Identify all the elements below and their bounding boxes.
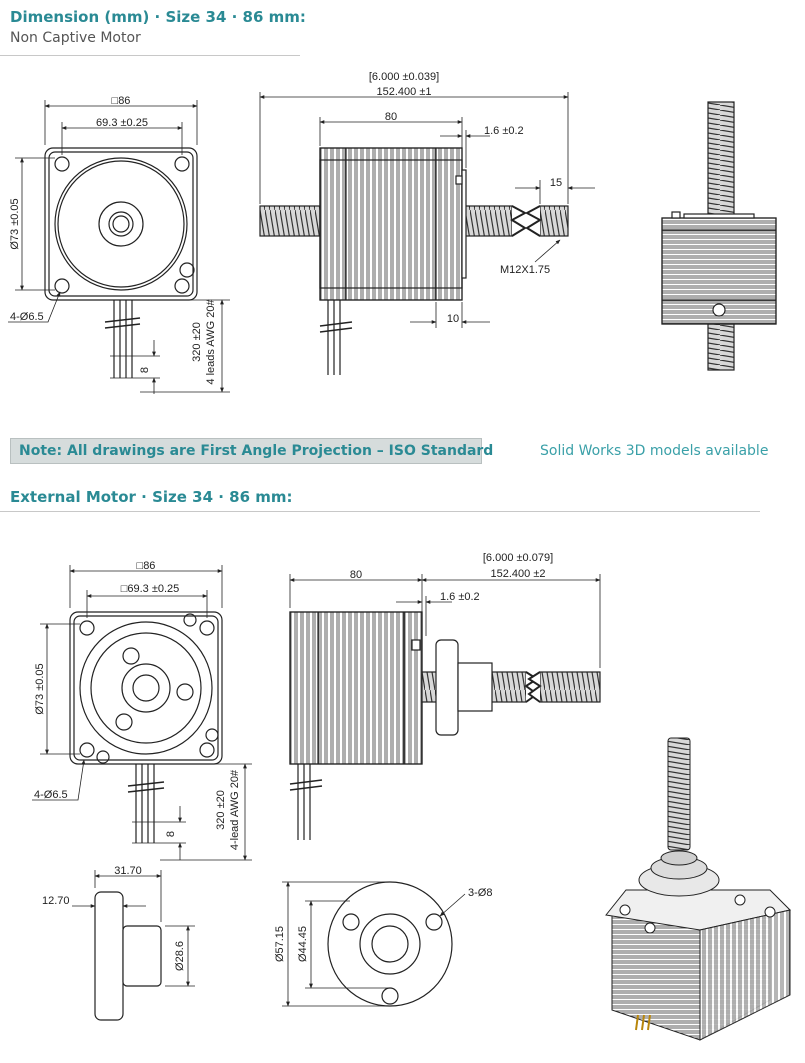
nut-side-view	[72, 870, 195, 1021]
dim-hole-pitch: 69.3 ±0.25	[96, 117, 148, 129]
front-view-external	[32, 565, 252, 861]
front-view-non-captive	[8, 100, 230, 394]
projection-note-text: Note: All drawings are First Angle Proje…	[19, 443, 494, 459]
nut-front-view	[282, 881, 466, 1007]
dim-length-mm: 152.400 ±1	[377, 86, 432, 98]
dim-nut-dia: Ø28.6	[174, 941, 186, 971]
dim-nut-pitch-dia: Ø44.45	[297, 926, 309, 962]
dim-pilot-height-ext: 1.6 ±0.2	[440, 591, 480, 603]
dim-hole-pitch-ext: □69.3 ±0.25	[121, 583, 180, 595]
dim-pilot-dia: Ø73 ±0.05	[9, 198, 21, 249]
motor-3d-view	[605, 737, 791, 1041]
section-subtitle: Non Captive Motor	[10, 30, 141, 46]
dim-square-86-ext: □86	[137, 560, 156, 572]
dim-square-86: □86	[112, 95, 131, 107]
side-view-non-captive	[259, 92, 595, 375]
dim-nut-outer-dia: Ø57.15	[274, 926, 286, 962]
dim-nut-length: 31.70	[114, 865, 142, 877]
solid-works-link[interactable]: Solid Works 3D models available	[540, 443, 769, 459]
dim-strip-length: 8	[139, 367, 151, 373]
dim-lead-length: 320 ±20	[191, 322, 203, 362]
dim-nut-holes: 3-Ø8	[468, 887, 492, 899]
top-view-non-captive	[661, 101, 777, 371]
dim-pilot-dia-ext: Ø73 ±0.05	[34, 663, 46, 714]
dim-body-80: 80	[385, 111, 397, 123]
dim-lead-length-ext: 320 ±20	[215, 790, 227, 830]
projection-note: Note: All drawings are First Angle Proje…	[10, 438, 493, 464]
dim-mount-holes-ext: 4-Ø6.5	[34, 789, 68, 801]
section-divider	[0, 511, 760, 512]
dim-length-inch-ext: [6.000 ±0.079]	[483, 552, 553, 564]
dim-pilot-height: 1.6 ±0.2	[484, 125, 524, 137]
dim-strip-length-ext: 8	[165, 831, 177, 837]
dim-lead-spec: 4 leads AWG 20#	[205, 299, 217, 385]
side-view-external	[289, 574, 601, 840]
dim-mount-holes: 4-Ø6.5	[10, 311, 44, 323]
dim-lead-spec-ext: 4-lead AWG 20#	[229, 769, 241, 850]
section-title-non-captive: Dimension (mm) · Size 34 · 86 mm:	[10, 8, 306, 26]
dim-length-inch: [6.000 ±0.039]	[369, 71, 439, 83]
section-title-external: External Motor · Size 34 · 86 mm:	[10, 488, 293, 506]
dim-body-80-ext: 80	[350, 569, 362, 581]
dim-length-mm-ext: 152.400 ±2	[491, 568, 546, 580]
dim-thread-spec: M12X1.75	[500, 264, 550, 276]
title-divider	[0, 55, 300, 56]
dim-overhang: 10	[447, 313, 459, 325]
dim-nut-flange: 12.70	[42, 895, 70, 907]
dim-thread-length: 15	[550, 177, 562, 189]
